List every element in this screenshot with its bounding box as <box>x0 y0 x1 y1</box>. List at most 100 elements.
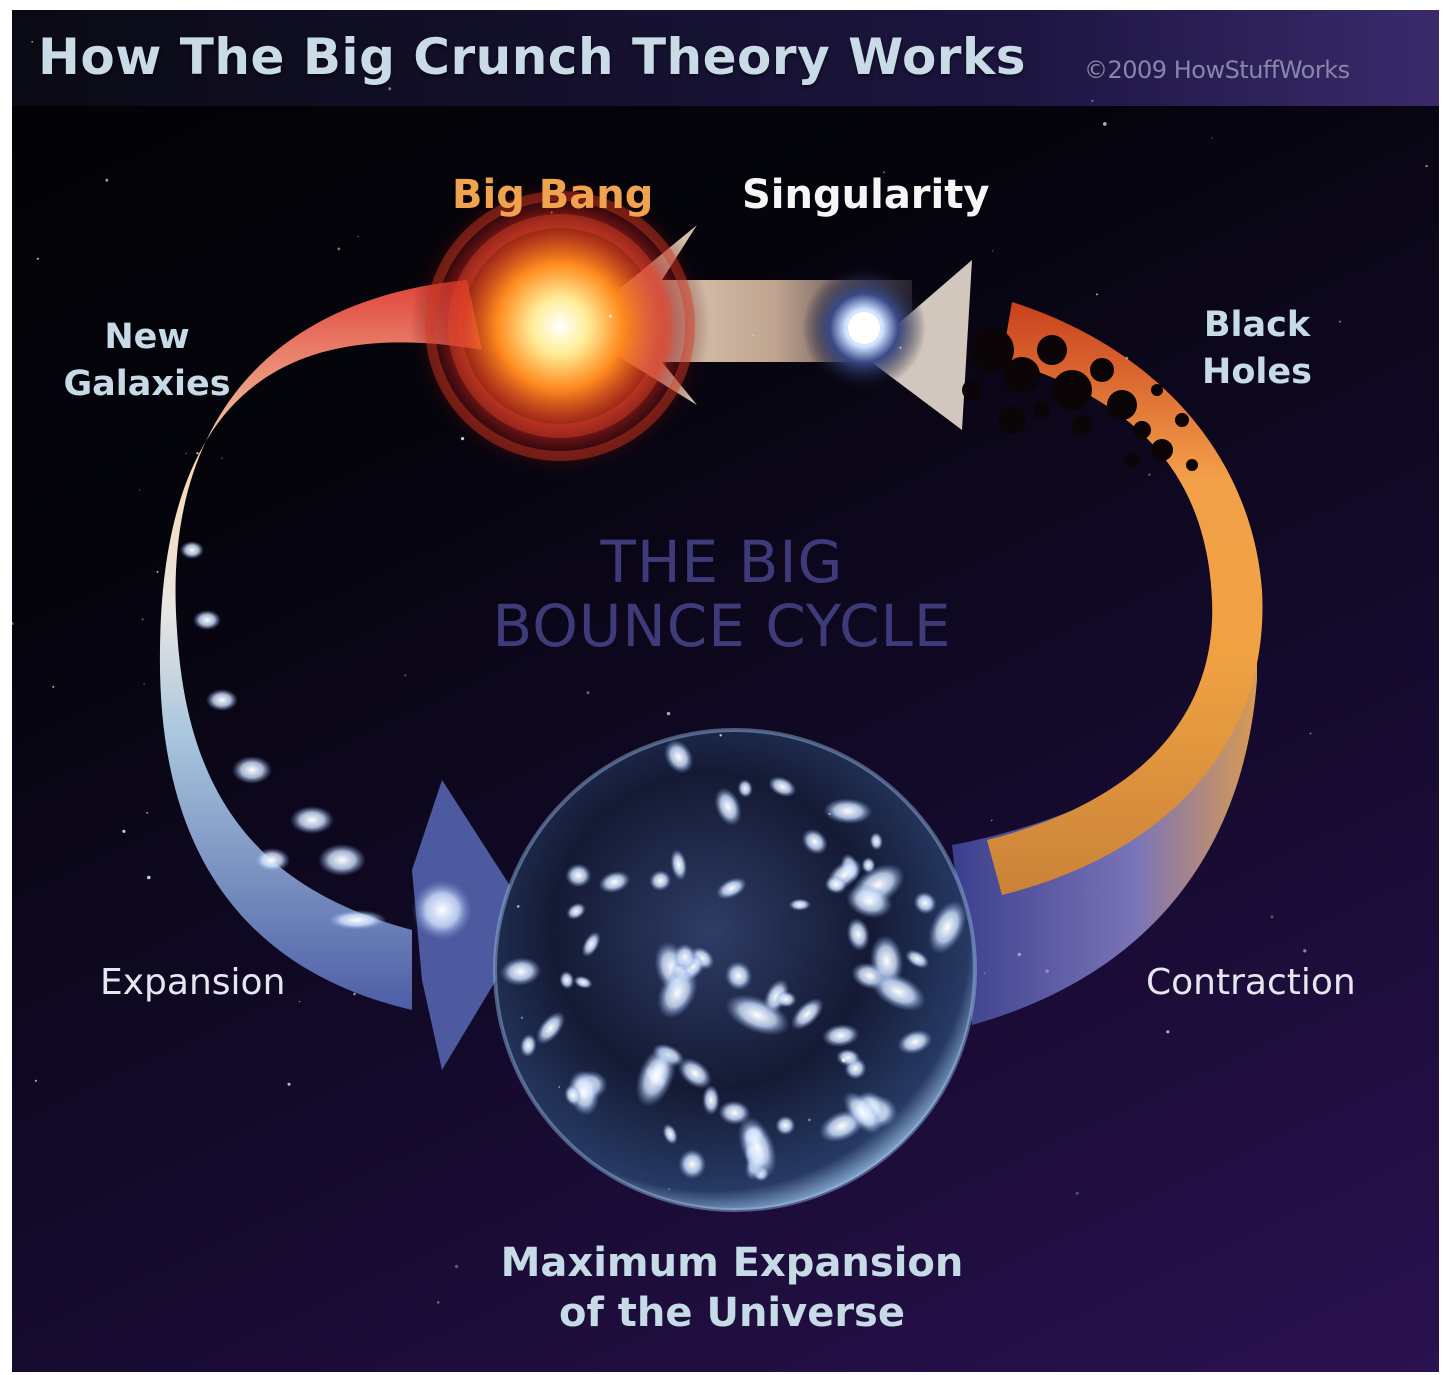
star <box>143 683 145 685</box>
star <box>404 674 407 677</box>
big-bounce-cycle-illustration <box>12 10 1439 1304</box>
galaxy <box>702 1084 720 1116</box>
star <box>337 247 341 251</box>
star <box>1096 293 1098 296</box>
star <box>357 235 359 238</box>
star <box>221 457 223 459</box>
galaxy <box>716 877 747 900</box>
star <box>992 250 994 252</box>
galaxy <box>737 779 753 798</box>
big-bang-ring <box>425 191 695 461</box>
star <box>12 622 14 626</box>
galaxy <box>678 1149 707 1180</box>
star <box>461 437 465 441</box>
diagram-panel: How The Big Crunch Theory Works ©2009 Ho… <box>12 10 1439 1372</box>
star <box>1103 122 1107 126</box>
star <box>752 334 755 336</box>
galaxy <box>768 776 797 798</box>
star <box>141 618 144 621</box>
big-bang-ring-outer <box>448 214 672 438</box>
star <box>516 905 520 908</box>
star <box>719 734 722 737</box>
galaxy <box>791 998 824 1030</box>
star <box>883 171 885 174</box>
star <box>437 1301 440 1304</box>
star <box>808 1118 811 1122</box>
star <box>31 40 34 43</box>
galaxy <box>775 991 797 1008</box>
star <box>147 875 151 880</box>
galaxy <box>788 898 811 911</box>
star <box>899 346 902 349</box>
star <box>666 711 671 716</box>
star <box>1017 952 1021 957</box>
expansion-label: Expansion <box>100 962 286 1003</box>
galaxy <box>649 870 672 892</box>
star <box>287 1082 291 1086</box>
star <box>353 992 356 996</box>
star <box>1309 732 1312 735</box>
galaxy <box>913 891 937 915</box>
galaxy <box>871 972 926 1012</box>
star <box>36 257 39 260</box>
singularity-core <box>848 312 880 344</box>
galaxy <box>824 875 848 894</box>
star <box>668 1188 670 1190</box>
title-bar <box>12 10 1439 106</box>
galaxy <box>897 1029 933 1055</box>
big-bang-label: Big Bang <box>452 172 654 218</box>
galaxy <box>500 957 542 986</box>
galaxy <box>598 870 631 894</box>
galaxy <box>823 798 873 824</box>
galaxy <box>520 1033 537 1058</box>
star <box>52 685 55 689</box>
galaxy <box>535 1011 566 1045</box>
galaxy <box>846 917 870 952</box>
contraction-label: Contraction <box>1146 962 1356 1003</box>
galaxy <box>718 1100 751 1125</box>
star <box>105 178 109 182</box>
star <box>196 452 199 455</box>
galaxy <box>581 931 601 958</box>
singularity-label: Singularity <box>742 172 990 218</box>
right-band <box>987 302 1263 895</box>
galaxy <box>846 884 893 919</box>
star <box>1075 1191 1079 1195</box>
galaxy <box>905 949 930 969</box>
star <box>991 819 993 822</box>
star <box>34 1079 37 1082</box>
star <box>984 972 986 974</box>
left-band <box>159 280 483 1010</box>
star <box>1338 320 1341 323</box>
maximum-expansion-label: Maximum Expansion of the Universe <box>500 1240 964 1336</box>
star <box>1211 137 1213 139</box>
star <box>558 1086 560 1088</box>
star <box>828 813 831 815</box>
galaxy <box>714 787 742 826</box>
galaxy <box>836 1048 861 1067</box>
sphere-galaxies <box>500 739 967 1182</box>
galaxy <box>678 1057 712 1089</box>
star <box>298 1000 301 1003</box>
galaxy <box>566 902 586 920</box>
galaxy <box>559 970 575 990</box>
galaxy <box>861 857 876 874</box>
new-galaxies-label: New Galaxies <box>63 317 231 404</box>
background-stars <box>12 40 1428 1304</box>
star <box>1304 990 1307 994</box>
galaxy <box>664 739 694 774</box>
star <box>1125 356 1129 360</box>
galaxy <box>564 1084 582 1106</box>
galaxy <box>657 966 698 1019</box>
star <box>156 570 159 573</box>
big-bang-glow <box>410 176 710 476</box>
galaxy <box>928 900 967 954</box>
galaxy <box>822 1024 860 1047</box>
galaxy <box>724 961 753 991</box>
diagram-title: How The Big Crunch Theory Works <box>38 28 1026 86</box>
star <box>841 1058 846 1062</box>
star <box>1045 969 1049 973</box>
star <box>185 452 187 455</box>
galaxy <box>843 1091 882 1135</box>
